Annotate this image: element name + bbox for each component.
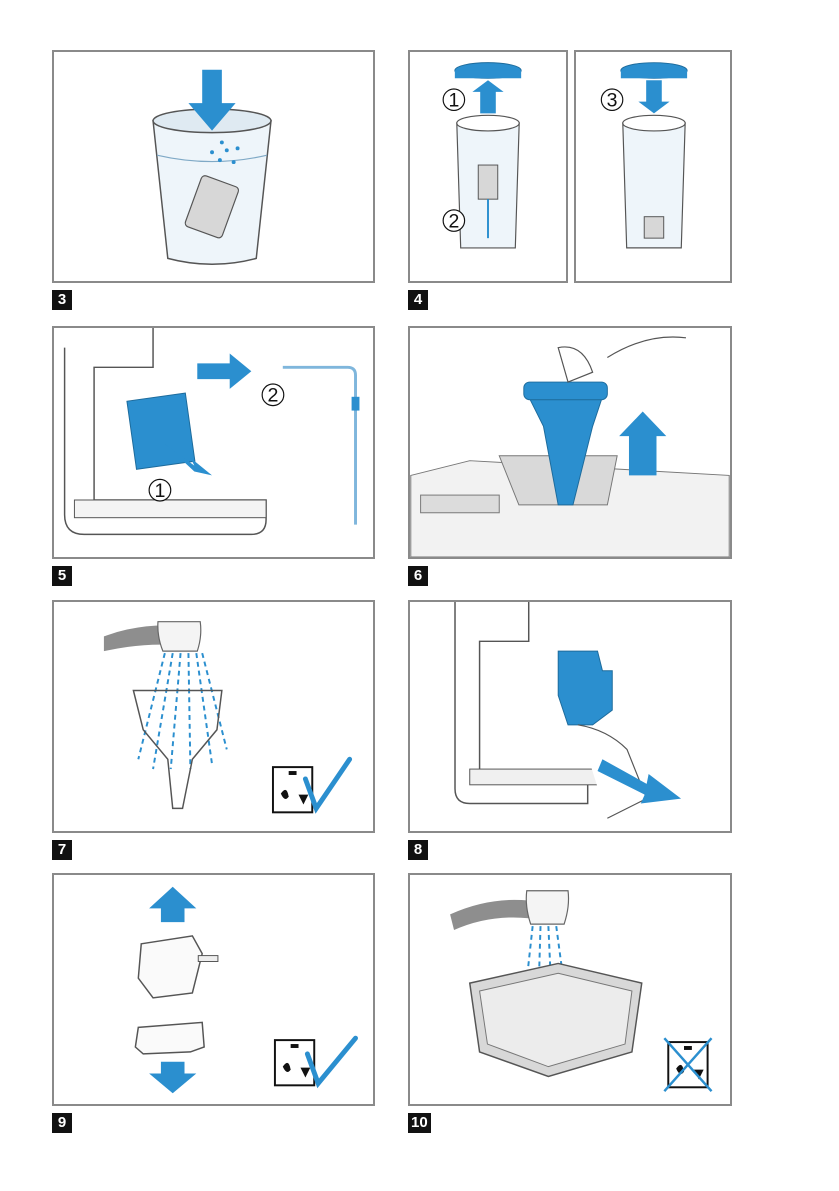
rinse-drip-tray-under-tap-illustration bbox=[410, 875, 730, 1104]
step-number-7: 7 bbox=[52, 840, 72, 860]
milk-system-removal-illustration: 1 2 bbox=[54, 328, 373, 557]
dishwasher-safe-icon bbox=[273, 759, 350, 812]
step-number-8: 8 bbox=[408, 840, 428, 860]
figure-panel-5: 1 2 bbox=[52, 326, 375, 559]
rinse-funnel-under-tap-illustration bbox=[54, 602, 373, 831]
figure-panel-4b: 3 bbox=[574, 50, 732, 283]
step-number-9: 9 bbox=[52, 1113, 72, 1133]
step-number-10: 10 bbox=[408, 1113, 431, 1133]
milk-head-disassembly-illustration bbox=[54, 875, 373, 1104]
milk-head-removal-illustration bbox=[410, 602, 730, 831]
step-number-5: 5 bbox=[52, 566, 72, 586]
water-tank-lid-refit-illustration: 3 bbox=[576, 52, 730, 281]
figure-panel-7 bbox=[52, 600, 375, 833]
milk-funnel-lift-illustration bbox=[410, 328, 730, 557]
figure-panel-9 bbox=[52, 873, 375, 1106]
water-tank-lid-removal-illustration: 1 2 bbox=[410, 52, 566, 281]
callout-1: 1 bbox=[448, 90, 459, 112]
callout-2: 2 bbox=[267, 385, 278, 407]
step-number-3: 3 bbox=[52, 290, 72, 310]
callout-1: 1 bbox=[154, 480, 165, 502]
callout-2: 2 bbox=[448, 210, 459, 232]
figure-panel-8 bbox=[408, 600, 732, 833]
step-number-6: 6 bbox=[408, 566, 428, 586]
water-glass-soak-illustration bbox=[54, 52, 373, 281]
not-dishwasher-safe-icon bbox=[664, 1038, 711, 1091]
figure-panel-3 bbox=[52, 50, 375, 283]
figure-panel-10 bbox=[408, 873, 732, 1106]
dishwasher-safe-icon bbox=[275, 1038, 356, 1085]
figure-panel-4a: 1 2 bbox=[408, 50, 568, 283]
step-number-4: 4 bbox=[408, 290, 428, 310]
callout-3: 3 bbox=[607, 90, 618, 112]
figure-panel-6 bbox=[408, 326, 732, 559]
